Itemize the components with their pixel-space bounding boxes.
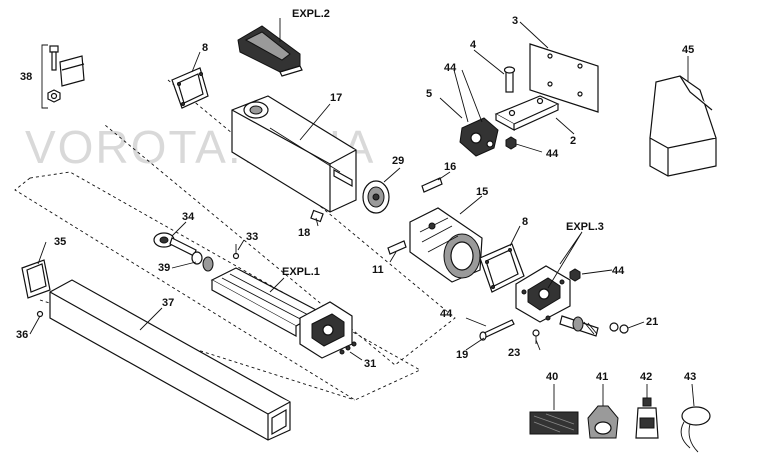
label-5: 5 xyxy=(426,88,432,100)
part-23-screw xyxy=(532,329,540,344)
part-2-bar xyxy=(494,95,560,132)
label-42: 42 xyxy=(640,371,652,383)
part-38-bracket xyxy=(41,44,85,109)
label-34: 34 xyxy=(182,211,195,223)
label-40: 40 xyxy=(546,371,558,383)
label-16: 16 xyxy=(444,161,456,173)
label-4: 4 xyxy=(470,39,477,51)
part-3-plate xyxy=(529,43,599,113)
label-29: 29 xyxy=(392,155,404,167)
label-39: 39 xyxy=(158,262,170,274)
part-8-right-gasket xyxy=(479,243,525,293)
expl-2-cover xyxy=(237,25,303,77)
label-43: 43 xyxy=(684,371,696,383)
part-11-pin xyxy=(387,240,407,255)
label-8-right: 8 xyxy=(522,216,528,228)
label-18: 18 xyxy=(298,227,310,239)
part-4-pin xyxy=(503,66,516,93)
label-8-left: 8 xyxy=(202,42,208,54)
part-labels: EXPL.2 8 38 17 3 4 44 5 2 44 45 29 16 15… xyxy=(16,8,696,383)
expl-3-flange xyxy=(515,265,571,323)
label-33: 33 xyxy=(246,231,258,243)
part-40-brush xyxy=(529,411,579,435)
label-2: 2 xyxy=(570,135,576,147)
label-44-flange: 44 xyxy=(612,265,625,277)
label-41: 41 xyxy=(596,371,608,383)
part-18-plate xyxy=(310,209,324,223)
part-5-clevis xyxy=(459,117,499,157)
label-17: 17 xyxy=(330,92,342,104)
part-36-screw xyxy=(36,310,44,318)
part-35-end-cap xyxy=(21,259,51,299)
label-11: 11 xyxy=(372,264,384,276)
label-44-bolt: 44 xyxy=(440,308,453,320)
part-43-capacitor xyxy=(680,406,711,453)
label-31: 31 xyxy=(364,358,376,370)
expl-1-screw-drive xyxy=(210,267,353,359)
part-39-nut-washer xyxy=(191,251,214,272)
part-34-rod-end xyxy=(153,232,197,257)
label-44-clevis: 44 xyxy=(546,148,559,160)
label-expl-1: EXPL.1 xyxy=(282,266,320,278)
label-23: 23 xyxy=(508,347,520,359)
label-37: 37 xyxy=(162,297,174,309)
label-15: 15 xyxy=(476,186,488,198)
part-8-left-gasket xyxy=(171,67,209,109)
label-21: 21 xyxy=(646,316,658,328)
part-17-housing xyxy=(231,95,357,213)
leader-lines xyxy=(29,18,695,410)
label-3: 3 xyxy=(512,15,518,27)
label-expl-2: EXPL.2 xyxy=(292,8,330,20)
part-44-nut-flange xyxy=(569,268,581,282)
label-36: 36 xyxy=(16,329,28,341)
part-45-box xyxy=(649,75,717,177)
part-16-pin xyxy=(421,177,443,193)
part-31-screws xyxy=(339,341,357,355)
part-42-bottle xyxy=(635,397,659,439)
label-45: 45 xyxy=(682,44,694,56)
label-19: 19 xyxy=(456,349,468,361)
output-shaft xyxy=(559,315,599,337)
label-44-top: 44 xyxy=(444,62,457,74)
part-41-grease-bag xyxy=(587,405,619,439)
part-19-bolt xyxy=(479,319,515,341)
label-38: 38 xyxy=(20,71,32,83)
label-35: 35 xyxy=(54,236,66,248)
part-44-nut-clevis xyxy=(505,136,517,150)
part-37-profile xyxy=(49,279,291,441)
part-29-coupling xyxy=(362,180,390,214)
part-15-motor xyxy=(409,207,483,283)
part-21-washers xyxy=(609,322,629,334)
part-33-screw xyxy=(232,244,240,260)
label-expl-3: EXPL.3 xyxy=(566,221,604,233)
